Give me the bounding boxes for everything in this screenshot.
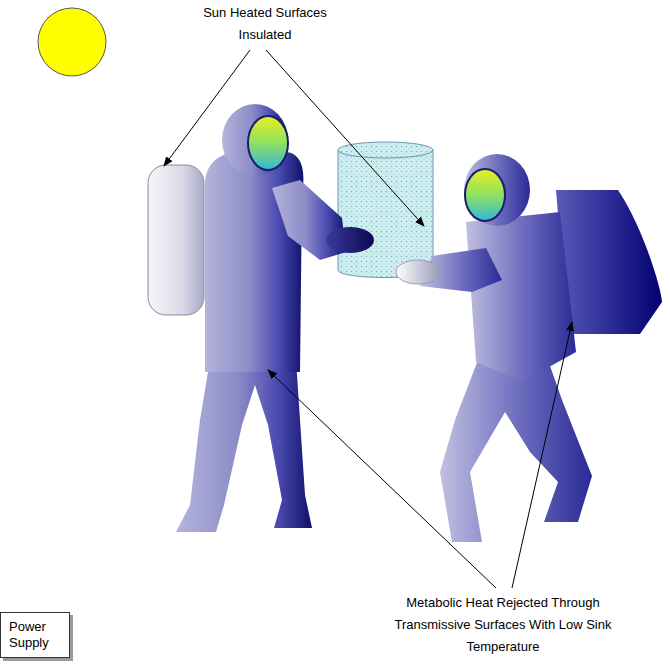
right-astronaut: [396, 154, 662, 542]
leader-line: [164, 50, 572, 588]
power-supply-box: Power Supply: [0, 612, 70, 658]
callout-label: Metabolic Heat Rejected Through Transmis…: [392, 592, 614, 658]
left-astronaut: [148, 104, 374, 532]
node-text: Power Supply: [9, 619, 61, 651]
payload-cylinder: [338, 142, 433, 278]
callout-label: Sun Heated Surfaces Insulated: [180, 2, 350, 46]
